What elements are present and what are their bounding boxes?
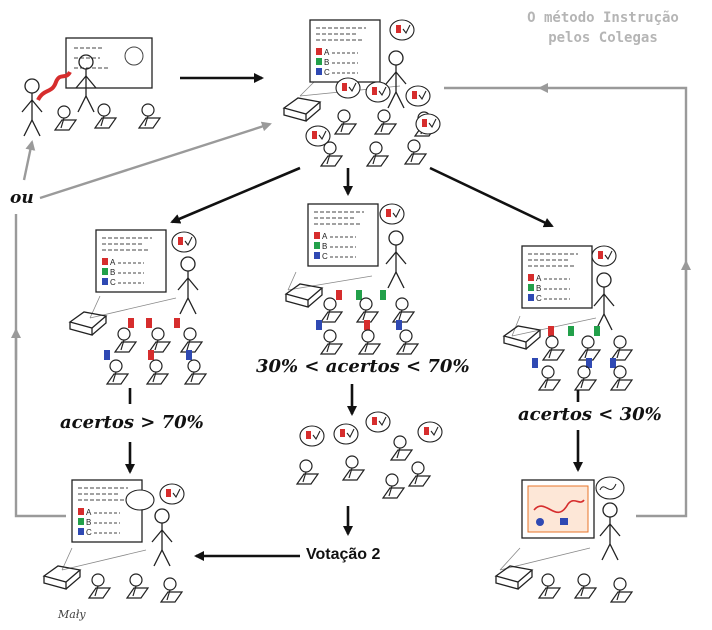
label-success-low: acertos < 30% <box>518 404 662 425</box>
artist-signature: Mały <box>58 608 86 621</box>
title-line-2: pelos Colegas <box>548 30 658 46</box>
scene-lecture <box>21 37 161 137</box>
flow-arrows-gray <box>11 83 691 518</box>
scene-high-success <box>69 229 207 385</box>
scene-explanation <box>43 479 185 603</box>
arrow-vote-to-low <box>429 166 554 228</box>
diagram-title: O método Instrução pelos Colegas <box>508 8 698 48</box>
flow-arrows-black <box>125 73 583 561</box>
label-success-high: acertos > 70% <box>60 412 204 433</box>
scene-mid-success <box>285 203 419 355</box>
label-success-mid: 30% < acertos < 70% <box>256 356 470 377</box>
scene-peer-discussion <box>296 411 443 499</box>
label-vote-2: Votação 2 <box>306 546 381 563</box>
title-line-1: O método Instrução <box>527 10 679 26</box>
scene-low-success <box>503 245 633 391</box>
scene-reteaching <box>495 476 633 603</box>
arrow-reteach-loop <box>538 83 688 518</box>
arrow-ou-to-vote <box>39 121 272 200</box>
arrow-ou-to-lecture <box>22 140 36 181</box>
label-or: ou <box>10 188 34 208</box>
arrow-explanation-loop <box>14 214 66 518</box>
arrow-vote-to-high <box>170 166 301 224</box>
scene-vote-1 <box>283 19 441 167</box>
